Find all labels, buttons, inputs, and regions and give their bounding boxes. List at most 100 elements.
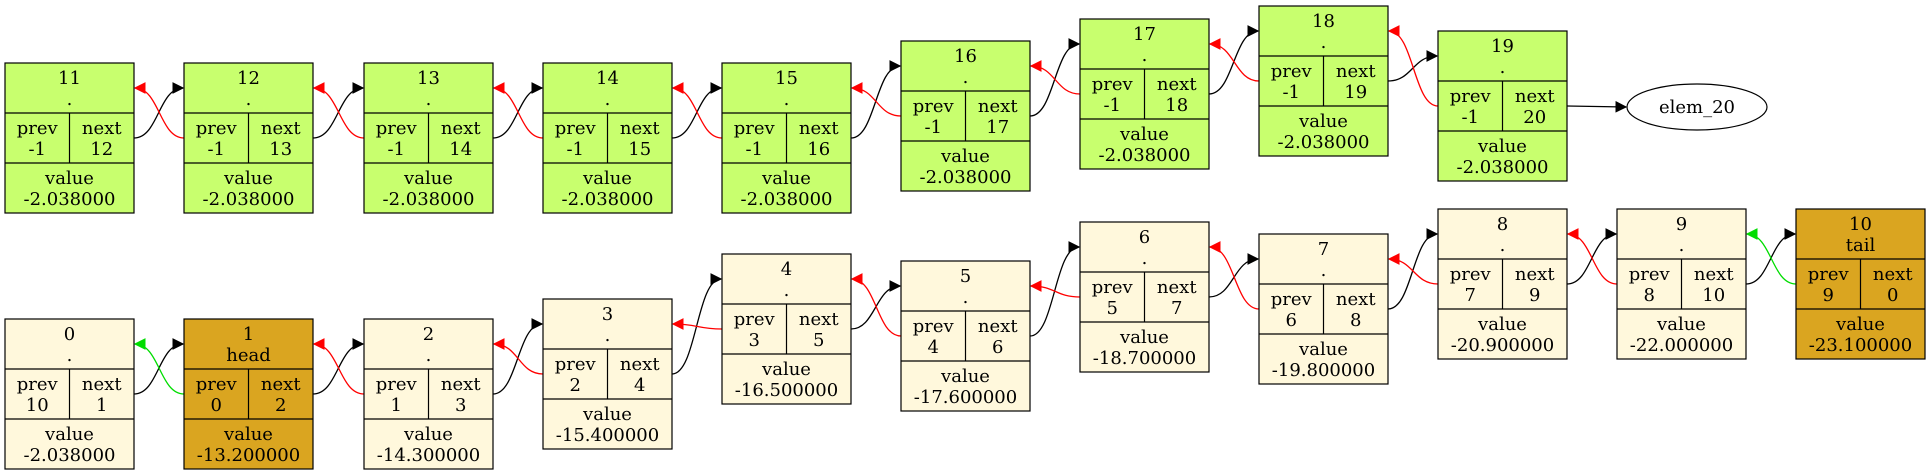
node-subtitle: . (67, 345, 73, 366)
edge-next-4-to-5 (850, 280, 902, 330)
node-title: 19 (1491, 36, 1514, 57)
value-number: -2.038000 (203, 189, 295, 210)
edge-next-9-to-10 (1745, 228, 1797, 285)
next-value: 19 (1344, 82, 1367, 103)
edge-prev-8-to-7 (1387, 253, 1439, 285)
edge-next-2-to-3 (492, 318, 544, 395)
prev-value: 0 (211, 395, 222, 416)
next-value: 6 (992, 337, 1003, 358)
prev-label: prev (1092, 277, 1134, 298)
next-value: 16 (807, 139, 830, 160)
edge-prev-16-to-15 (850, 82, 902, 117)
value-label: value (1298, 339, 1348, 360)
node-subtitle: . (246, 89, 252, 110)
edge-next-12-to-13 (312, 82, 365, 139)
node-title: 4 (781, 259, 792, 280)
value-number: -22.000000 (1630, 335, 1733, 356)
prev-label: prev (17, 374, 59, 395)
value-label: value (44, 168, 94, 189)
edge-prev-13-to-12 (312, 82, 365, 139)
node-title: 13 (417, 68, 440, 89)
edge-next-15-to-16 (850, 60, 902, 139)
node-subtitle: tail (1846, 235, 1876, 256)
value-label: value (1835, 314, 1885, 335)
next-value: 5 (813, 330, 824, 351)
value-label: value (1477, 314, 1527, 335)
edge-next-8-to-9 (1566, 228, 1618, 285)
value-number: -16.500000 (735, 380, 838, 401)
value-label: value (1656, 314, 1706, 335)
prev-label: prev (1092, 74, 1134, 95)
prev-value: 2 (570, 375, 581, 396)
next-label: next (1336, 61, 1376, 82)
prev-value: 3 (749, 330, 760, 351)
value-number: -2.038000 (24, 189, 116, 210)
edge-prev-15-to-14 (671, 82, 723, 139)
node-subtitle: head (226, 345, 271, 366)
prev-label: prev (1808, 264, 1850, 285)
external-node-label: elem_20 (1659, 97, 1735, 118)
next-label: next (1157, 277, 1197, 298)
next-value: 10 (1702, 285, 1725, 306)
prev-value: 7 (1465, 285, 1476, 306)
edge-prev-18-to-17 (1208, 38, 1260, 82)
prev-label: prev (196, 374, 238, 395)
node-subtitle: . (1321, 260, 1327, 281)
prev-label: prev (376, 374, 418, 395)
edge-prev-4-to-3 (671, 318, 723, 330)
prev-label: prev (913, 96, 955, 117)
next-value: 0 (1887, 285, 1898, 306)
edge-prev-3-to-2 (492, 338, 544, 375)
value-label: value (1119, 327, 1169, 348)
edge-prev-14-to-13 (492, 82, 544, 139)
next-value: 3 (455, 395, 466, 416)
next-value: 17 (986, 117, 1009, 138)
value-label: value (1477, 136, 1527, 157)
value-number: -18.700000 (1093, 348, 1196, 369)
next-label: next (1336, 289, 1376, 310)
prev-value: 8 (1644, 285, 1655, 306)
value-number: -23.100000 (1809, 335, 1912, 356)
edge-next-19-to-elem_20 (1566, 100, 1628, 113)
prev-value: -1 (1461, 107, 1479, 128)
prev-value: 4 (928, 337, 939, 358)
value-label: value (1119, 124, 1169, 145)
node-title: 8 (1497, 214, 1508, 235)
value-label: value (223, 168, 273, 189)
node-title: 7 (1318, 239, 1329, 260)
value-number: -14.300000 (377, 445, 480, 466)
next-label: next (1515, 264, 1555, 285)
next-label: next (978, 96, 1018, 117)
next-label: next (620, 354, 660, 375)
prev-label: prev (196, 118, 238, 139)
prev-value: 9 (1823, 285, 1834, 306)
edge-next-16-to-17 (1029, 38, 1081, 117)
next-value: 8 (1350, 310, 1361, 331)
node-title: 12 (237, 68, 260, 89)
next-label: next (978, 316, 1018, 337)
prev-label: prev (555, 354, 597, 375)
next-label: next (1157, 74, 1197, 95)
next-label: next (82, 118, 122, 139)
value-label: value (403, 424, 453, 445)
edge-prev-19-to-18 (1387, 25, 1439, 107)
edge-prev-17-to-16 (1029, 60, 1081, 95)
node-subtitle: . (1500, 235, 1506, 256)
node-title: 3 (602, 304, 613, 325)
edges-layer (133, 25, 1797, 395)
prev-label: prev (1450, 264, 1492, 285)
node-subtitle: . (963, 67, 969, 88)
value-label: value (582, 168, 632, 189)
